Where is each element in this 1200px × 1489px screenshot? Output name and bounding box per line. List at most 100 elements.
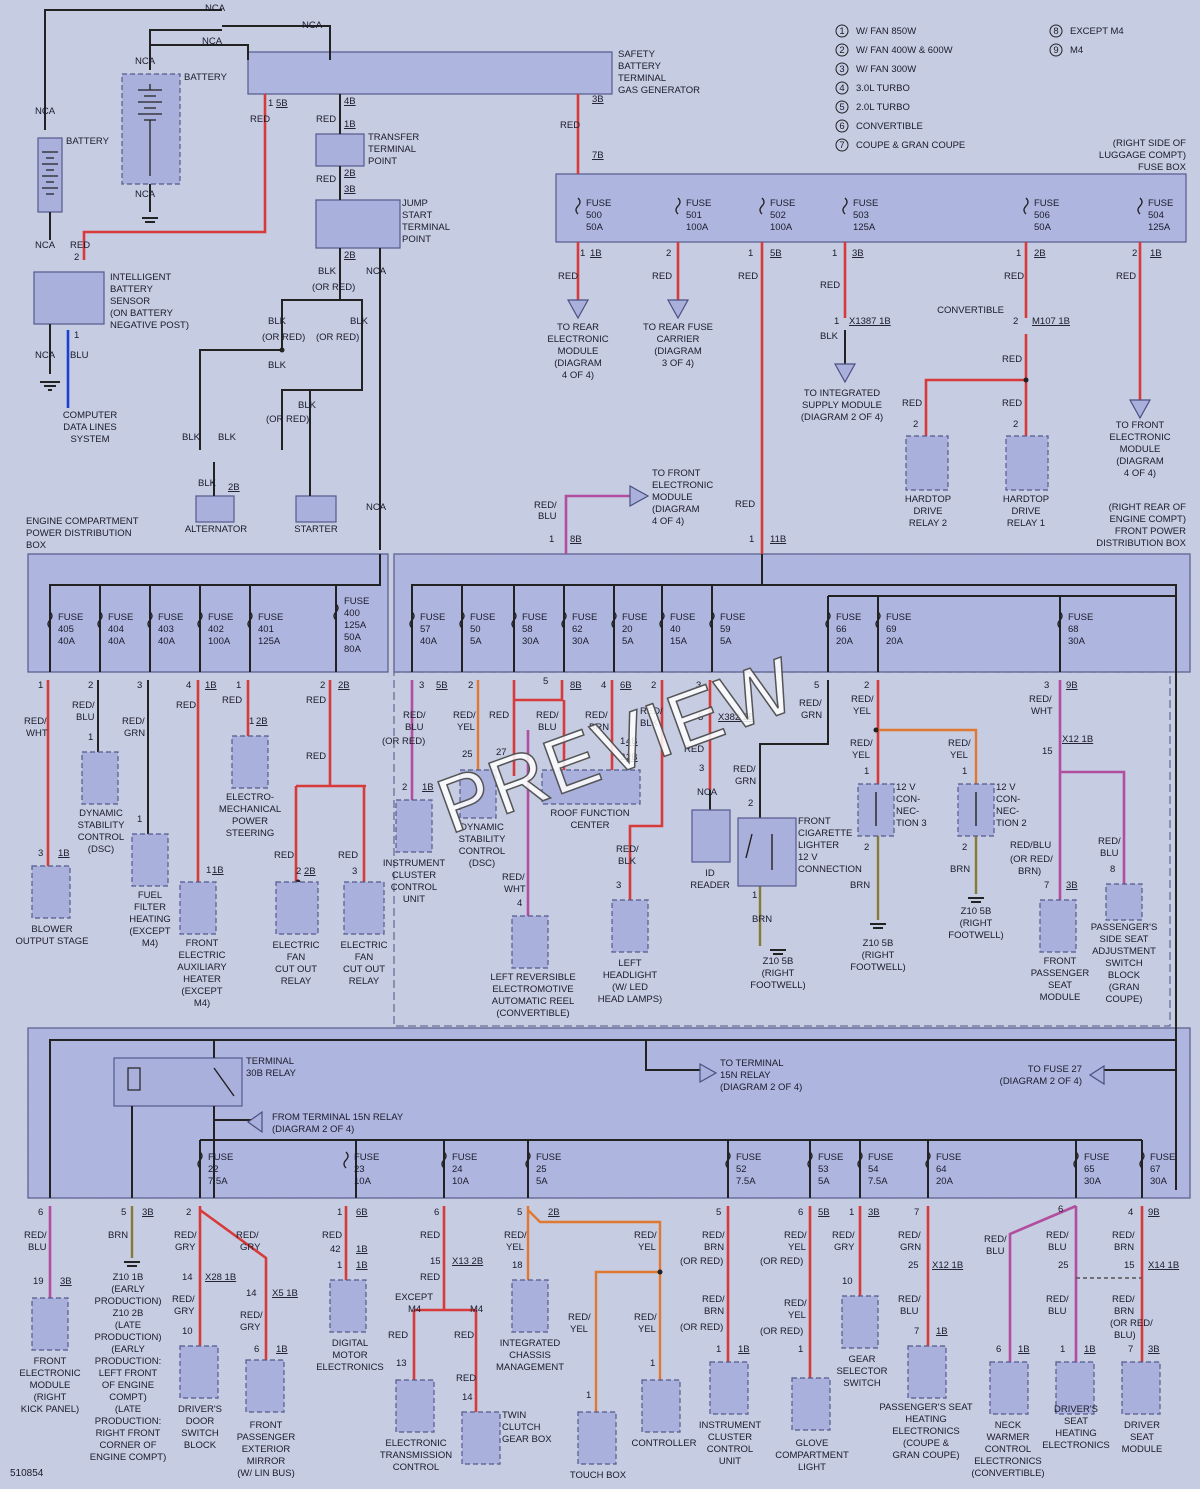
- front-pdb-label: DISTRIBUTION BOX: [1096, 538, 1186, 549]
- wire-label: RED/: [640, 706, 663, 717]
- front-fuse-rating: 15A: [670, 636, 688, 647]
- front-fuse: FUSE: [572, 612, 597, 623]
- wire-label: X13 2B: [452, 1256, 483, 1267]
- fan-relay-1-label: RELAY: [281, 976, 312, 987]
- dsc-label: (DSC): [88, 844, 114, 855]
- wire-label: RED: [738, 271, 758, 282]
- wire-label: 6: [798, 1207, 803, 1218]
- fuse-400-label: 400: [344, 608, 360, 619]
- wire-label: BLU: [1100, 848, 1119, 859]
- wire-label: RED/: [702, 1230, 725, 1241]
- twin-clutch-label: TWIN: [502, 1410, 526, 1421]
- wire-label: GRN: [801, 710, 822, 721]
- bottom-fuse-symbol: [1073, 1151, 1079, 1169]
- ibs-label: (ON BATTERY: [110, 308, 174, 319]
- wire-label: (OR RED): [266, 414, 309, 425]
- top-fuse-number: 506: [1034, 210, 1050, 221]
- legend-number: 5: [839, 102, 844, 113]
- wire-label: (OR RED): [680, 1256, 723, 1267]
- to-front-em-g-label: ELECTRONIC: [652, 480, 713, 491]
- wire-label: 1: [586, 1390, 591, 1401]
- wire-label: BRN: [704, 1306, 724, 1317]
- jump-start-label: TERMINAL: [402, 222, 450, 233]
- wire-label: RED/: [122, 716, 145, 727]
- engine-pdb-panel: [27, 553, 389, 673]
- wire-label: 2: [1013, 419, 1018, 430]
- legend-marker: [835, 62, 849, 76]
- cigarette-label: FRONT: [798, 816, 831, 827]
- front-fuse: FUSE: [720, 612, 745, 623]
- engine-fuse: FUSE: [208, 612, 233, 623]
- top-fuse-number: 504: [1148, 210, 1164, 221]
- front-fuse: FUSE: [670, 612, 695, 623]
- wire-label: GRN: [124, 728, 145, 739]
- front-fuse-symbol: [1057, 611, 1063, 629]
- wire-label: 2B: [228, 482, 240, 493]
- to-integrated-label: (DIAGRAM 2 OF 4): [801, 412, 883, 423]
- roof-label: ROOF FUNCTION: [550, 808, 629, 819]
- reel-label: AUTOMATIC REEL: [492, 996, 575, 1007]
- bottom-fuse-number: 54: [868, 1164, 879, 1175]
- battery-label-2: BATTERY: [66, 136, 110, 147]
- wire-label: X14 1B: [1148, 1260, 1179, 1271]
- bottom-fuse: FUSE: [1150, 1152, 1175, 1163]
- dsc-2-label: DYNAMIC: [460, 822, 504, 833]
- wire-label: RED: [420, 1272, 440, 1283]
- touch-box-label: TOUCH BOX: [570, 1470, 627, 1481]
- ground-3-label: FOOTWELL): [948, 930, 1003, 941]
- emps-label: MECHANICAL: [219, 804, 281, 815]
- aux-heater-label: M4): [194, 998, 210, 1009]
- wire-label: RED/: [24, 716, 47, 727]
- conn-12v-3-label: TION 3: [896, 818, 927, 829]
- to-front-em-g-label: (DIAGRAM: [652, 504, 700, 515]
- bottom-fuse: FUSE: [1084, 1152, 1109, 1163]
- wire-label: 3B: [1148, 1344, 1160, 1355]
- wire-label: 13: [396, 1358, 407, 1369]
- hardtop-relay-1-label: DRIVE: [1011, 506, 1040, 517]
- z10-label: ENGINE COMPT): [90, 1452, 167, 1463]
- wire-label: GRN: [900, 1242, 921, 1253]
- wire-label: RED: [1004, 271, 1024, 282]
- fan-relay-2-label: CUT OUT: [343, 964, 385, 975]
- reel-label: (CONVERTIBLE): [496, 1008, 569, 1019]
- wire-label: RED/: [236, 1230, 259, 1241]
- front-em-label: MODULE: [30, 1380, 71, 1391]
- to-rear-fuse-label: TO REAR FUSE: [643, 322, 713, 333]
- wire-label: 2: [402, 782, 407, 793]
- wire-label: RED: [558, 271, 578, 282]
- wire-label: 2: [296, 866, 301, 877]
- engine-fuse: FUSE: [108, 612, 133, 623]
- front-pdb-label: FRONT POWER: [1115, 526, 1186, 537]
- top-fuse-symbol: [575, 197, 581, 215]
- engine-fuse: FUSE: [58, 612, 83, 623]
- labels: FUSE50050AFUSE501100AFUSE502100AFUSE5031…: [15, 3, 1186, 1481]
- wire-label: BLU: [900, 1306, 919, 1317]
- wire-label: RED/: [1046, 1230, 1069, 1241]
- wire-label: RED/: [536, 710, 559, 721]
- top-fuse-number: 500: [586, 210, 602, 221]
- legend-text: 2.0L TURBO: [856, 102, 910, 113]
- top-fuse-number: 501: [686, 210, 702, 221]
- wire-label: 14: [462, 1392, 473, 1403]
- wire-label: NCA: [135, 189, 156, 200]
- legend-text: M4: [1070, 45, 1083, 56]
- passenger-seat-switch-label: SWITCH: [1105, 958, 1143, 969]
- wire-label: 6: [254, 1344, 259, 1355]
- starter-label: STARTER: [294, 524, 338, 535]
- wire-label: M107 1B: [1032, 316, 1070, 327]
- legend-text: W/ FAN 300W: [856, 64, 916, 75]
- wire-label: YEL: [457, 722, 475, 733]
- front-pdb-label: (RIGHT REAR OF: [1109, 502, 1187, 513]
- fuel-filter-label: FUEL: [138, 890, 162, 901]
- computer-label: COMPUTER: [63, 410, 118, 421]
- wire-label: 1B: [590, 248, 602, 259]
- wire-label: 10: [182, 1326, 193, 1337]
- wire-label: RED/: [784, 1230, 807, 1241]
- to-rear-em-label: ELECTRONIC: [547, 334, 608, 345]
- wire-label: BLU: [538, 511, 557, 522]
- wire-label: RED: [274, 850, 294, 861]
- conn-12v-2-label: CON-: [996, 794, 1020, 805]
- conn-12v-3-label: 12 V: [896, 782, 916, 793]
- dsc-label: CONTROL: [78, 832, 124, 843]
- neck-warmer-label: (CONVERTIBLE): [971, 1468, 1044, 1479]
